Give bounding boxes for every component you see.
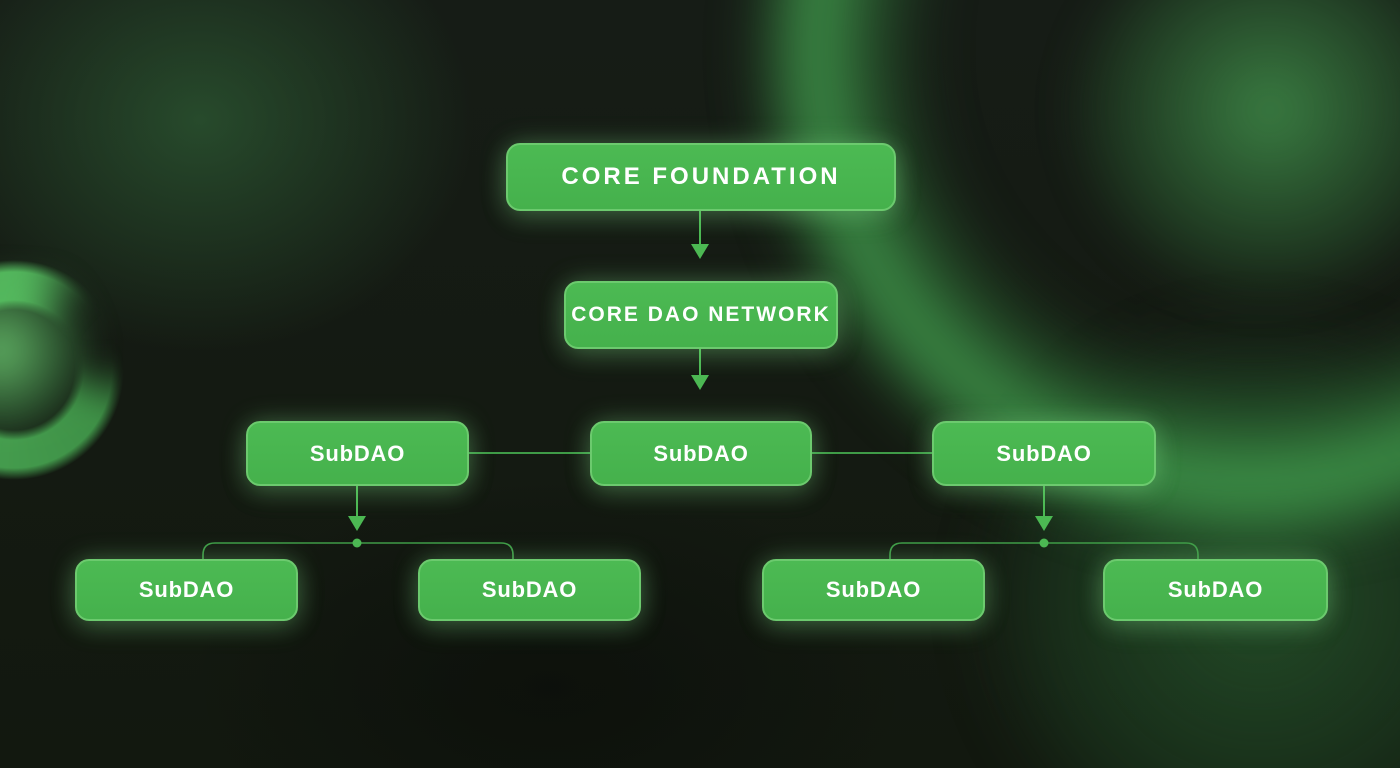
- edge-subdao-right-arrowhead-icon: [1035, 516, 1053, 531]
- node-subdao-mid-right: SubDAO: [932, 421, 1156, 486]
- node-core-foundation-label: CORE FOUNDATION: [561, 163, 841, 190]
- node-subdao-leaf-1: SubDAO: [75, 559, 298, 621]
- node-subdao-label: SubDAO: [996, 440, 1092, 466]
- node-core-dao-network: CORE DAO NETWORK: [564, 281, 838, 349]
- edge-subdao-right-junction-dot: [1039, 538, 1049, 548]
- node-subdao-leaf-3: SubDAO: [762, 559, 985, 621]
- node-subdao-mid-center: SubDAO: [590, 421, 812, 486]
- node-subdao-mid-left: SubDAO: [246, 421, 469, 486]
- node-subdao-leaf-2: SubDAO: [418, 559, 641, 621]
- node-subdao-label: SubDAO: [138, 577, 235, 602]
- node-subdao-label: SubDAO: [309, 440, 406, 466]
- node-subdao-label: SubDAO: [653, 440, 749, 466]
- node-core-dao-network-label: CORE DAO NETWORK: [571, 303, 831, 326]
- edge-subdao-left-junction-dot: [352, 538, 362, 548]
- node-subdao-label: SubDAO: [481, 577, 578, 602]
- edge-foundation-network-arrowhead-icon: [691, 244, 709, 259]
- edge-network-subdao-arrowhead-icon: [691, 375, 709, 390]
- node-subdao-leaf-4: SubDAO: [1103, 559, 1328, 621]
- edge-subdao-left-arrowhead-icon: [348, 516, 366, 531]
- node-subdao-label: SubDAO: [825, 577, 922, 602]
- node-core-foundation: CORE FOUNDATION: [506, 143, 896, 211]
- node-subdao-label: SubDAO: [1167, 577, 1264, 602]
